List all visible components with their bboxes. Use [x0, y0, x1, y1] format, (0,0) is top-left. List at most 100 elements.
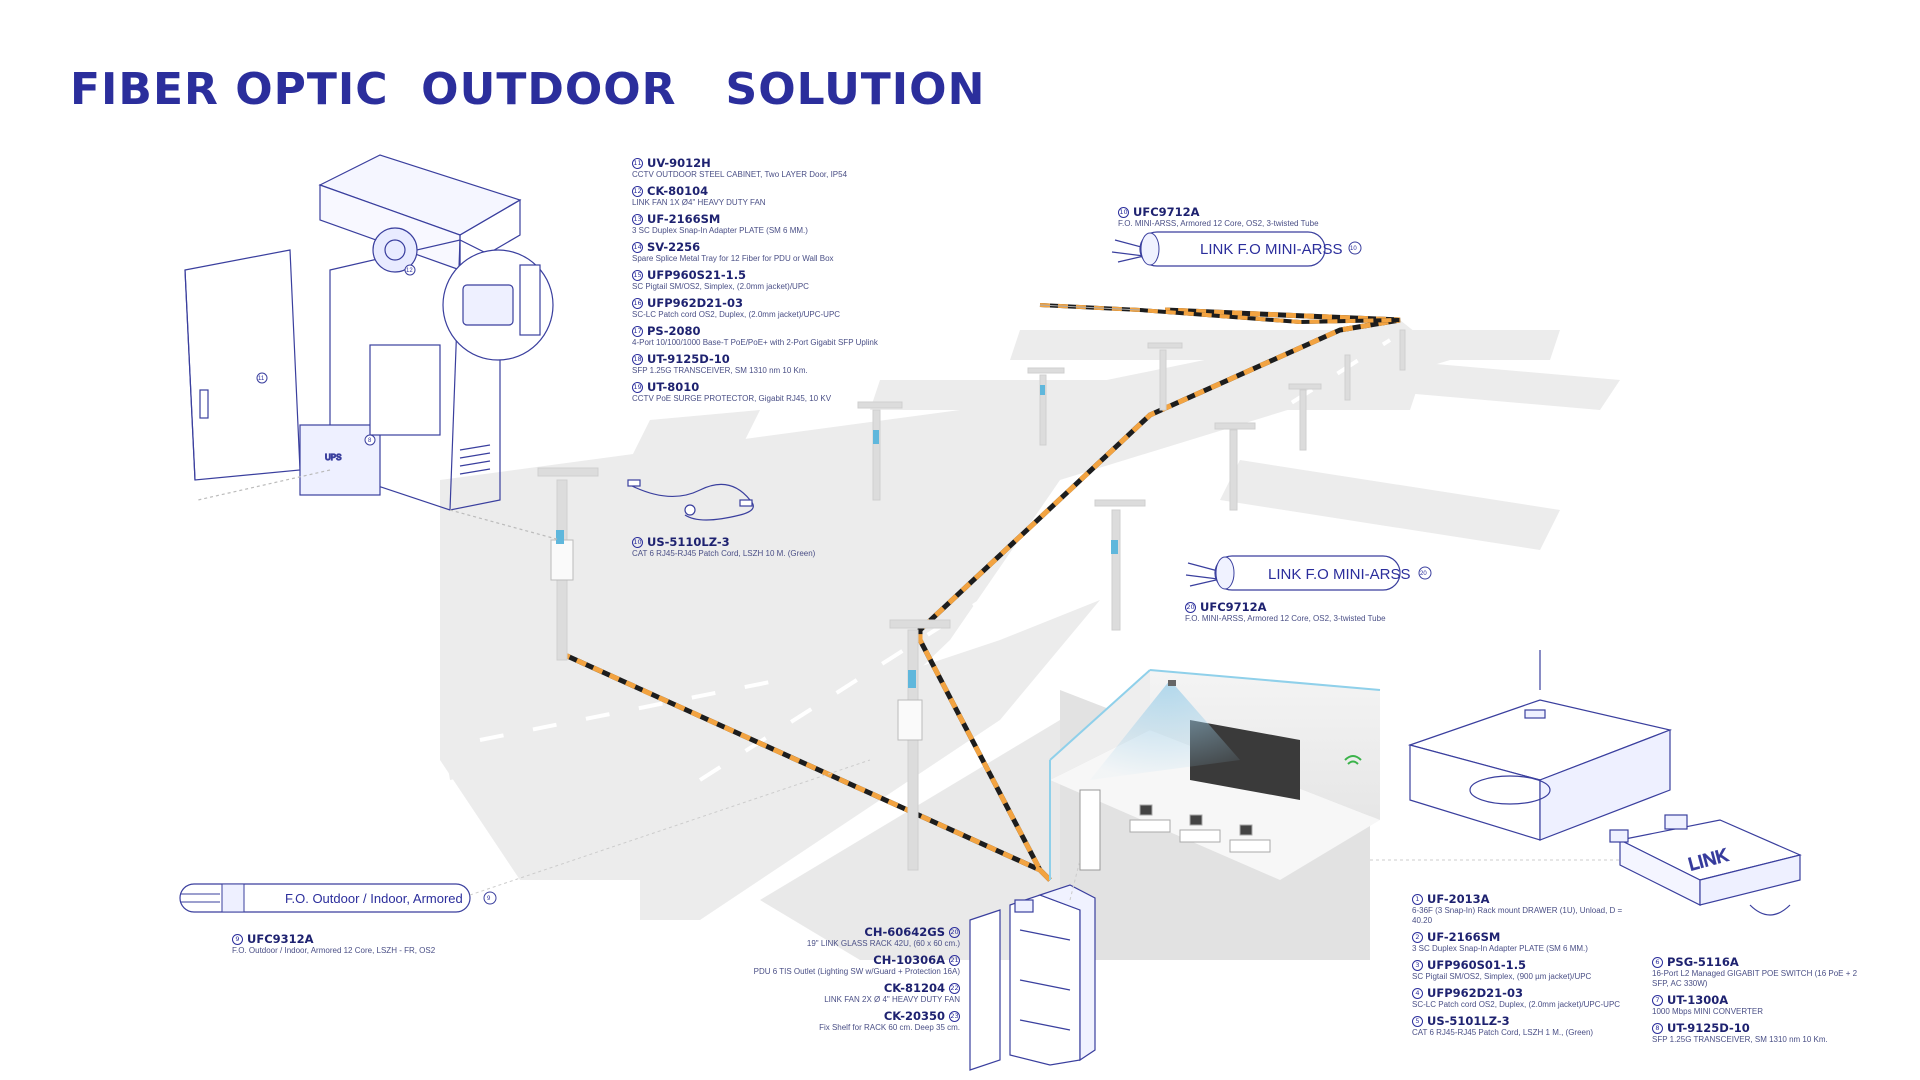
label-code: SV-2256 — [647, 240, 701, 254]
label-num: 4 — [1412, 987, 1423, 999]
label-code: UV-9012H — [647, 156, 711, 170]
label-code: UFC9712A — [1200, 600, 1267, 614]
cross-road — [440, 660, 870, 780]
mini-arss-top-label: 10 UFC9712A F.O. MINI-ARSS, Armored 12 Co… — [1118, 205, 1438, 229]
label-num: 5 — [1412, 1015, 1423, 1027]
label-num: 6 — [1652, 956, 1663, 968]
label-num: 7 — [1652, 994, 1663, 1006]
side-road-4 — [1220, 460, 1560, 550]
outdoor-armored-cable: F.O. Outdoor / Indoor, Armored 9 — [179, 759, 871, 913]
label-num: 14 — [632, 241, 643, 253]
overhead-fiber-span — [1039, 303, 1401, 325]
pole-1 — [537, 467, 599, 661]
side-road-1 — [1010, 330, 1560, 360]
label-code: UFC9712A — [1133, 205, 1200, 219]
label-desc: PDU 6 TIS Outlet (Lighting SW w/Guard + … — [753, 967, 960, 976]
pole-2 — [889, 619, 951, 871]
label-desc: F.O. MINI-ARSS, Armored 12 Core, OS2, 3-… — [1118, 219, 1319, 228]
label-num: 18 — [632, 353, 643, 365]
label-desc: 3 SC Duplex Snap-In Adapter PLATE (SM 6 … — [632, 226, 808, 235]
label-code: UT-8010 — [647, 380, 700, 394]
label-code: CH-60642GS — [864, 925, 945, 939]
label-num: 2 — [1412, 931, 1423, 943]
label-code: UFP962D21-03 — [647, 296, 743, 310]
pole-6 — [1147, 342, 1183, 411]
label-num: 10 — [1118, 206, 1129, 218]
label-num: 15 — [632, 269, 643, 281]
label-desc: CAT 6 RJ45-RJ45 Patch Cord, LSZH 10 M. (… — [632, 549, 816, 558]
room-left-wall — [1050, 670, 1150, 780]
label-num: 8 — [1652, 1022, 1663, 1034]
callout-11: 11 — [258, 376, 265, 382]
mini-arss-cable-top: LINK F.O MINI-ARSS 10 — [1111, 231, 1362, 267]
drawer-label-4: 5 US-5101LZ-3 CAT 6 RJ45-RJ45 Patch Cord,… — [1412, 1014, 1642, 1038]
cabinet-label-0: 11 UV-9012H CCTV OUTDOOR STEEL CABINET, T… — [632, 156, 1032, 180]
label-desc: 4-Port 10/100/1000 Base-T PoE/PoE+ with … — [632, 338, 878, 347]
main-road — [440, 320, 1450, 880]
pole-10 — [1399, 329, 1406, 371]
fiber-route — [562, 307, 1401, 882]
outdoor-cable-text: F.O. Outdoor / Indoor, Armored — [285, 891, 463, 906]
label-desc: 6-36F (3 Snap-In) Rack mount DRAWER (1U)… — [1412, 906, 1623, 925]
mini-converter — [1664, 814, 1688, 830]
fiber-route-stripes — [562, 307, 1401, 882]
label-desc: 19" LINK GLASS RACK 42U, (60 x 60 cm.) — [806, 939, 960, 948]
label-code: UF-2166SM — [1427, 930, 1501, 944]
label-code: UF-2013A — [1427, 892, 1490, 906]
label-num: 20 — [1185, 601, 1196, 613]
label-desc: SC Pigtail SM/OS2, Simplex, (2.0mm jacke… — [632, 282, 809, 291]
label-code: CK-81204 — [883, 981, 945, 995]
server-rack-illustration — [969, 884, 1096, 1071]
side-road-2 — [870, 380, 1420, 410]
cctv-room — [1049, 669, 1381, 880]
label-desc: SFP 1.25G TRANSCEIVER, SM 1310 nm 10 Km. — [632, 366, 808, 375]
label-num: 21 — [949, 954, 960, 966]
label-code: PSG-5116A — [1667, 955, 1739, 969]
cabinet-callouts: 11 12 8 — [256, 264, 416, 446]
label-desc: F.O. Outdoor / Indoor, Armored 12 Core, … — [232, 946, 436, 955]
label-num: 22 — [949, 982, 960, 994]
operator-desks — [1129, 804, 1271, 853]
label-num: 19 — [632, 381, 643, 393]
page-title: FIBER OPTIC OUTDOOR SOLUTION — [70, 64, 986, 115]
label-num: 11 — [632, 157, 643, 169]
label-num: 23 — [949, 1010, 960, 1022]
mini-arss-cable-mid: LINK F.O MINI-ARSS 20 — [1185, 555, 1432, 591]
label-code: UT-9125D-10 — [1667, 1021, 1750, 1035]
label-desc: SFP 1.25G TRANSCEIVER, SM 1310 nm 10 Km. — [1652, 1035, 1828, 1044]
pole-5 — [1027, 367, 1065, 446]
mini-arss-mid-callout: 20 — [1420, 571, 1427, 577]
label-code: UT-9125D-10 — [647, 352, 730, 366]
label-desc: CCTV PoE SURGE PROTECTOR, Gigabit RJ45, … — [632, 394, 832, 403]
cabinet-fan — [372, 227, 418, 273]
callout-8: 8 — [368, 438, 372, 444]
label-code: US-5101LZ-3 — [1427, 1014, 1510, 1028]
label-desc: CCTV OUTDOOR STEEL CABINET, Two LAYER Do… — [632, 170, 848, 179]
cabinet-louvers — [459, 444, 491, 475]
label-code: CH-10306A — [873, 953, 945, 967]
camera-beam — [1090, 680, 1240, 780]
label-code: UFP960S01-1.5 — [1427, 958, 1527, 972]
callout-12: 12 — [406, 268, 413, 274]
label-desc: CAT 6 RJ45-RJ45 Patch Cord, LSZH 1 M., (… — [1412, 1028, 1594, 1037]
wifi-icon — [1344, 755, 1362, 765]
